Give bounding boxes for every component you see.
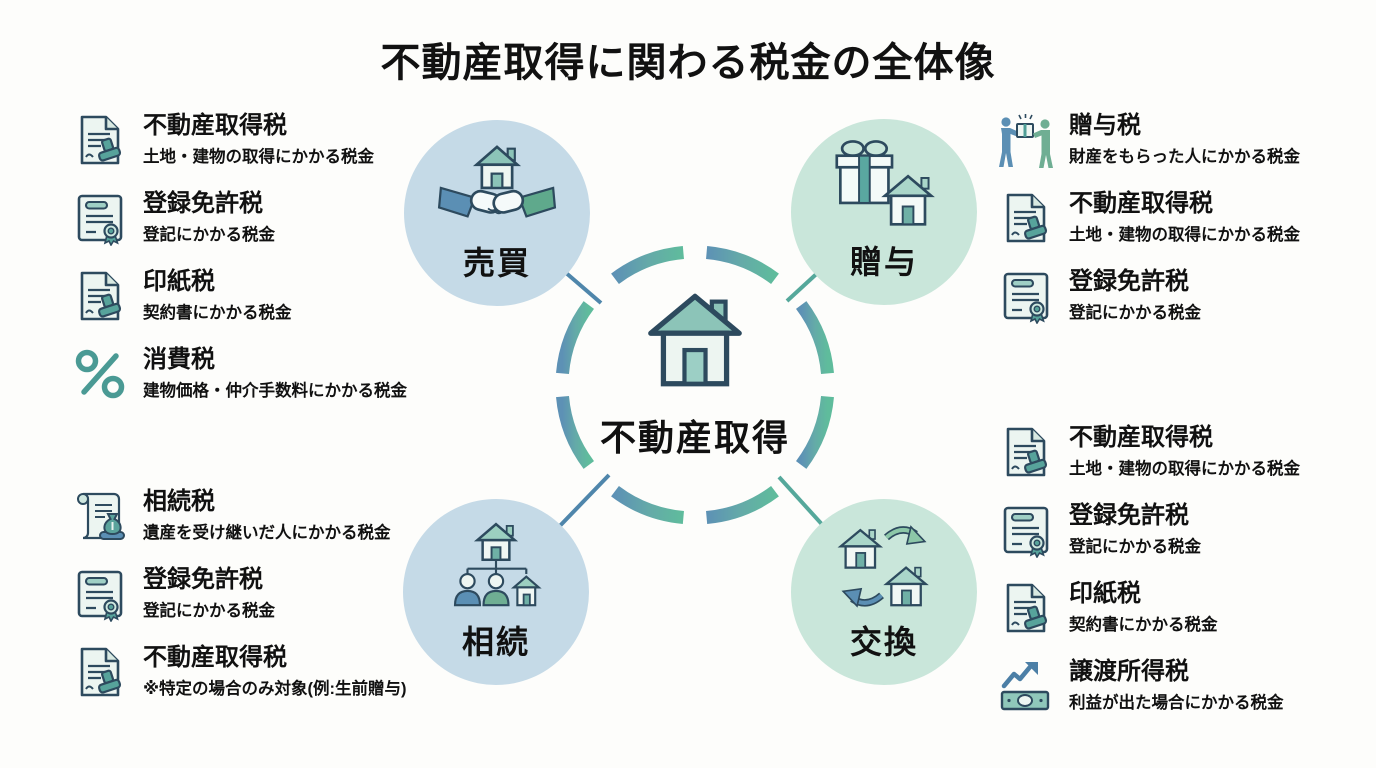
tax-group-gift: 贈与税 財産をもらった人にかかる税金 不動産取得税 土地・建物の取得にかかる税金… — [998, 112, 1300, 324]
tax-title: 消費税 — [143, 345, 215, 373]
document-stamp-icon — [72, 268, 128, 324]
tax-item: 登録免許税 登記にかかる税金 — [998, 268, 1300, 324]
tax-title: 不動産取得税 — [143, 643, 287, 671]
tax-desc: 土地・建物の取得にかかる税金 — [1069, 460, 1300, 479]
connector-exchange — [777, 475, 830, 533]
hub-label: 不動産取得 — [599, 417, 790, 458]
certificate-icon — [998, 268, 1054, 324]
tax-title: 不動産取得税 — [1069, 189, 1213, 217]
tax-item: 不動産取得税 土地・建物の取得にかかる税金 — [72, 112, 407, 168]
tax-desc: 契約書にかかる税金 — [1069, 616, 1218, 635]
tax-title: 登録免許税 — [143, 189, 263, 217]
document-stamp-icon — [998, 424, 1054, 480]
tax-item: 印紙税 契約書にかかる税金 — [998, 580, 1300, 636]
document-stamp-icon — [72, 112, 128, 168]
tax-item: 不動産取得税 土地・建物の取得にかかる税金 — [998, 190, 1300, 246]
tax-group-inheritance: 相続税 遺産を受け継いだ人にかかる税金 登録免許税 登記にかかる税金 不動産取得… — [72, 488, 407, 700]
tax-desc: 利益が出た場合にかかる税金 — [1069, 694, 1284, 713]
gift-house-icon — [822, 137, 946, 235]
tax-item: 登録免許税 登記にかかる税金 — [72, 190, 407, 246]
tax-group-sale: 不動産取得税 土地・建物の取得にかかる税金 登録免許税 登記にかかる税金 印紙税… — [72, 112, 407, 402]
certificate-icon — [72, 190, 128, 246]
central-hub: 不動産取得 — [545, 235, 845, 535]
tax-title: 登録免許税 — [1069, 501, 1189, 529]
tax-title: 印紙税 — [143, 267, 215, 295]
tax-desc: 登記にかかる税金 — [1069, 538, 1201, 557]
tax-title: 贈与税 — [1069, 111, 1141, 139]
tax-desc: 土地・建物の取得にかかる税金 — [143, 148, 374, 167]
certificate-icon — [72, 566, 128, 622]
tax-desc: 登記にかかる税金 — [1069, 304, 1201, 323]
tax-item: 譲渡所得税 利益が出た場合にかかる税金 — [998, 658, 1300, 714]
tax-item: 相続税 遺産を受け継いだ人にかかる税金 — [72, 488, 407, 544]
exchange-houses-icon — [822, 517, 946, 615]
gift-people-icon — [998, 112, 1054, 168]
document-stamp-icon — [998, 190, 1054, 246]
tax-desc: 登記にかかる税金 — [143, 602, 275, 621]
hub-ring — [556, 246, 834, 524]
node-sale-label: 売買 — [462, 245, 531, 281]
node-sale: 売買 — [404, 120, 590, 306]
connector-inheritance — [551, 473, 611, 535]
tax-desc: 遺産を受け継いだ人にかかる税金 — [143, 524, 391, 543]
tax-desc: 契約書にかかる税金 — [143, 304, 292, 323]
tax-title: 登録免許税 — [143, 565, 263, 593]
handshake-house-icon — [435, 138, 559, 236]
money-arrow-icon — [998, 658, 1054, 714]
tax-title: 登録免許税 — [1069, 267, 1189, 295]
node-gift: 贈与 — [791, 119, 977, 305]
document-stamp-icon — [998, 580, 1054, 636]
node-inheritance: 相続 — [403, 499, 589, 685]
tax-desc: 土地・建物の取得にかかる税金 — [1069, 226, 1300, 245]
tax-item: 登録免許税 登記にかかる税金 — [72, 566, 407, 622]
tax-desc: ※特定の場合のみ対象(例:生前贈与) — [143, 680, 407, 699]
tax-item: 印紙税 契約書にかかる税金 — [72, 268, 407, 324]
tax-item: 不動産取得税 ※特定の場合のみ対象(例:生前贈与) — [72, 644, 407, 700]
node-gift-label: 贈与 — [849, 244, 918, 280]
page-title: 不動産取得に関わる税金の全体像 — [380, 41, 996, 85]
node-exchange: 交換 — [791, 499, 977, 685]
tax-desc: 登記にかかる税金 — [143, 226, 275, 245]
tax-item: 不動産取得税 土地・建物の取得にかかる税金 — [998, 424, 1300, 480]
certificate-icon — [998, 502, 1054, 558]
family-tree-icon — [434, 517, 558, 615]
tax-title: 不動産取得税 — [1069, 423, 1213, 451]
tax-title: 譲渡所得税 — [1069, 657, 1189, 685]
tax-item: 消費税 建物価格・仲介手数料にかかる税金 — [72, 346, 407, 402]
scroll-moneybag-icon — [72, 488, 128, 544]
node-exchange-label: 交換 — [849, 624, 918, 660]
tax-desc: 財産をもらった人にかかる税金 — [1069, 148, 1300, 167]
tax-group-exchange: 不動産取得税 土地・建物の取得にかかる税金 登録免許税 登記にかかる税金 印紙税… — [998, 424, 1300, 714]
percent-icon — [72, 346, 128, 402]
tax-title: 相続税 — [143, 487, 215, 515]
house-icon — [642, 289, 748, 389]
tax-desc: 建物価格・仲介手数料にかかる税金 — [143, 382, 407, 401]
node-inheritance-label: 相続 — [461, 624, 530, 660]
tax-title: 不動産取得税 — [143, 111, 287, 139]
tax-item: 贈与税 財産をもらった人にかかる税金 — [998, 112, 1300, 168]
document-stamp-icon — [72, 644, 128, 700]
tax-title: 印紙税 — [1069, 579, 1141, 607]
tax-item: 登録免許税 登記にかかる税金 — [998, 502, 1300, 558]
